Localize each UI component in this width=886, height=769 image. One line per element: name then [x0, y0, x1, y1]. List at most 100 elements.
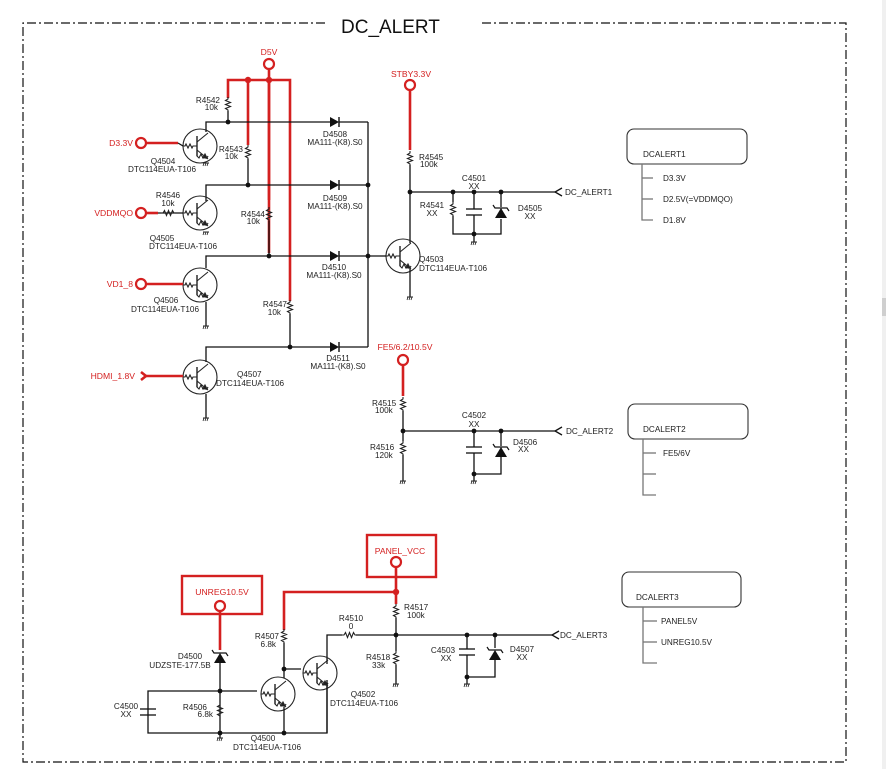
input-d33-label: D3.3V	[109, 138, 133, 148]
legend-title: DCALERT2	[643, 425, 686, 434]
c4502-value: XX	[469, 420, 480, 429]
r4541-ref: R4541	[420, 201, 445, 210]
r4542-ref: R4542	[196, 96, 221, 105]
diode-icon	[329, 250, 340, 262]
r4516-value: 120k	[375, 451, 394, 460]
r4541-value: XX	[427, 209, 438, 218]
r4544-value: 10k	[247, 217, 261, 226]
sheet-border	[22, 22, 847, 763]
q4500-part: DTC114EUA-T106	[233, 743, 302, 752]
r4510-ref: R4510	[339, 614, 364, 623]
r4545-ref: R4545	[419, 153, 444, 162]
r4543-value: 10k	[225, 152, 239, 161]
q4505-part: DTC114EUA-T106	[149, 242, 218, 251]
q4500-ref: Q4500	[251, 734, 276, 743]
terminal-circle-icon	[403, 78, 417, 92]
r4516-ref: R4516	[370, 443, 395, 452]
unreg-label: UNREG10.5V	[195, 587, 249, 597]
legend-item: D3.3V	[663, 174, 686, 183]
r4545-value: 100k	[420, 160, 439, 169]
legend-item: PANEL5V	[661, 617, 698, 626]
legend-item: D2.5V(=VDDMQO)	[663, 195, 733, 204]
q4506-ref: Q4506	[154, 296, 179, 305]
q4503-part: DTC114EUA-T106	[419, 264, 488, 273]
d4505-part: XX	[525, 212, 536, 221]
q4502-ref: Q4502	[351, 690, 376, 699]
q4506-part: DTC114EUA-T106	[131, 305, 200, 314]
input-hdmi-label: HDMI_1.8V	[91, 371, 136, 381]
r4547-value: 10k	[268, 308, 282, 317]
panel-vcc-label: PANEL_VCC	[375, 546, 425, 556]
npn-transistor-icon	[260, 676, 296, 712]
npn-transistor-icon	[182, 195, 218, 231]
c4503-value: XX	[441, 654, 452, 663]
c4501-value: XX	[469, 182, 480, 191]
r4517-value: 100k	[407, 611, 426, 620]
scrollbar-thumb[interactable]	[882, 298, 886, 316]
output-dc-alert1: DC_ALERT1	[565, 188, 613, 197]
terminal-circle-icon	[262, 57, 276, 71]
r4544-ref: R4544	[241, 210, 266, 219]
stby33-label: STBY3.3V	[391, 69, 431, 79]
legend-item: UNREG10.5V	[661, 638, 713, 647]
r4518-ref: R4518	[366, 653, 391, 662]
d4509-ref: D4509	[323, 194, 348, 203]
r4510-value: 0	[349, 622, 354, 631]
d4509-part: MA111-(K8).S0	[307, 202, 363, 211]
terminal-circle-icon	[389, 555, 403, 569]
r4507-ref: R4507	[255, 632, 280, 641]
q4507-part: DTC114EUA-T106	[216, 379, 285, 388]
d4500-part: UDZSTE-177.5B	[149, 661, 211, 670]
r4517-ref: R4517	[404, 603, 429, 612]
legend-title: DCALERT1	[643, 150, 686, 159]
legend-item: D1.8V	[663, 216, 686, 225]
input-vd18-label: VD1_8	[107, 279, 133, 289]
npn-transistor-icon	[385, 238, 421, 274]
c4501-ref: C4501	[462, 174, 487, 183]
terminal-circle-icon	[213, 599, 227, 613]
r4542-value: 10k	[205, 103, 219, 112]
npn-transistor-icon	[302, 655, 338, 691]
unreg-box	[180, 574, 264, 616]
r4543-ref: R4543	[219, 145, 244, 154]
npn-transistor-icon	[182, 267, 218, 303]
d4507-ref: D4507	[510, 645, 535, 654]
legend-title: DCALERT3	[636, 593, 679, 602]
c4500-value: XX	[121, 710, 132, 719]
legend-item: FE5/6V	[663, 449, 691, 458]
r4506-value: 6.8k	[198, 710, 214, 719]
r4506-ref: R4506	[183, 703, 208, 712]
d5v-terminal: D5V	[261, 47, 278, 71]
r4546-ref: R4546	[156, 191, 181, 200]
d4510-ref: D4510	[322, 263, 347, 272]
c4500-ref: C4500	[114, 702, 139, 711]
fe5-label: FE5/6.2/10.5V	[378, 342, 433, 352]
terminal-circle-icon	[396, 353, 410, 367]
c4502-ref: C4502	[462, 411, 487, 420]
d4506-ref: D4506	[513, 438, 538, 447]
d4511-part: MA111-(K8).S0	[310, 362, 366, 371]
diode-icon	[329, 341, 340, 353]
r4546-value: 10k	[161, 199, 175, 208]
q4507-ref: Q4507	[237, 370, 262, 379]
vertical-scrollbar[interactable]	[882, 0, 886, 769]
output-dc-alert2: DC_ALERT2	[566, 427, 614, 436]
d4507-part: XX	[517, 653, 528, 662]
legend-dcalert3: DCALERT3 PANEL5V UNREG10.5V	[621, 571, 742, 664]
input-vddmqo-label: VDDMQO	[94, 208, 133, 218]
c4503-ref: C4503	[431, 646, 456, 655]
output-dc-alert3: DC_ALERT3	[560, 631, 608, 640]
q4503-ref: Q4503	[419, 255, 444, 264]
legend-dcalert1: DCALERT1 D3.3V D2.5V(=VDDMQO) D1.8V	[626, 128, 748, 225]
panel-vcc-box	[365, 533, 438, 579]
d5v-label: D5V	[261, 47, 278, 57]
d4511-ref: D4511	[326, 354, 350, 363]
r4507-value: 6.8k	[261, 640, 277, 649]
d4508-ref: D4508	[323, 130, 348, 139]
diode-icon	[329, 116, 340, 128]
d4510-part: MA111-(K8).S0	[306, 271, 362, 280]
zener-diode-icon	[486, 646, 504, 661]
zener-diode-icon	[211, 649, 229, 664]
diode-icon	[329, 179, 340, 191]
r4518-value: 33k	[372, 661, 386, 670]
